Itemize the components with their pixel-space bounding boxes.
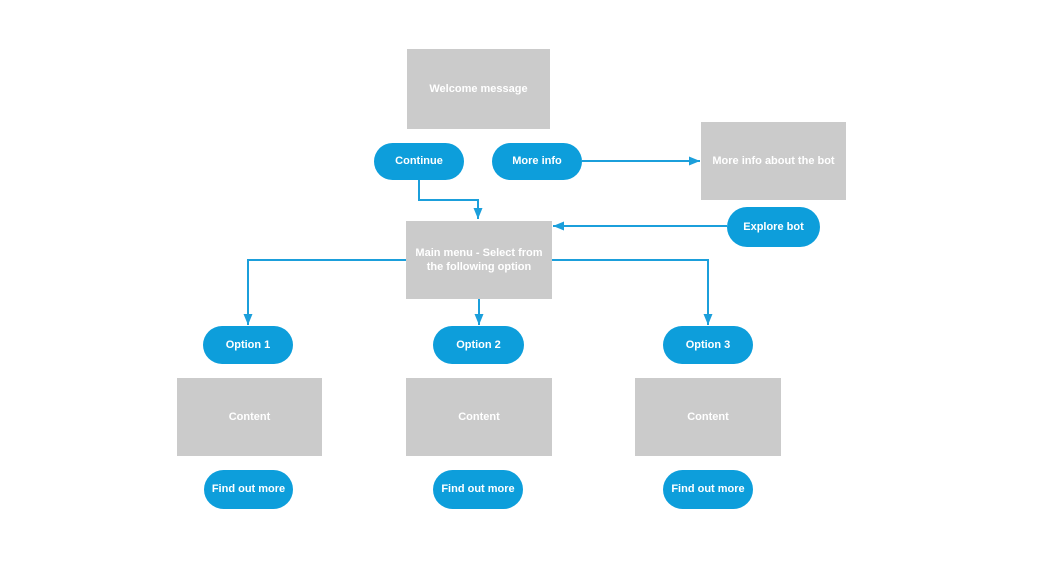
node-label: Content — [228, 410, 271, 423]
node-main-menu[interactable]: Main menu - Select from the following op… — [406, 221, 552, 299]
node-more-info-button[interactable]: More info — [492, 143, 582, 180]
node-label: Find out more — [441, 483, 515, 496]
node-label: Welcome message — [429, 82, 528, 95]
node-option-3-button[interactable]: Option 3 — [663, 326, 753, 364]
node-content-2[interactable]: Content — [406, 378, 552, 456]
node-label: Option 1 — [225, 338, 271, 351]
node-label: Content — [458, 410, 500, 423]
node-option-2-button[interactable]: Option 2 — [433, 326, 524, 364]
node-more-info-about-bot[interactable]: More info about the bot — [701, 122, 846, 200]
edge-continue-to-main-menu — [418, 180, 483, 219]
node-content-1[interactable]: Content — [177, 378, 322, 456]
node-welcome-message[interactable]: Welcome message — [407, 49, 550, 129]
node-label: Find out more — [211, 483, 286, 496]
node-label: More info about the bot — [712, 154, 835, 167]
node-label: Option 2 — [456, 338, 501, 351]
edge-main-menu-to-option1 — [243, 259, 406, 325]
node-label: Explore bot — [743, 220, 804, 233]
node-find-out-more-1-button[interactable]: Find out more — [204, 470, 293, 509]
node-find-out-more-2-button[interactable]: Find out more — [433, 470, 523, 509]
node-label: Continue — [395, 155, 443, 168]
node-label: Content — [687, 410, 729, 423]
node-find-out-more-3-button[interactable]: Find out more — [663, 470, 753, 509]
node-option-1-button[interactable]: Option 1 — [203, 326, 293, 364]
node-label: Find out more — [671, 483, 745, 496]
node-explore-bot-button[interactable]: Explore bot — [727, 207, 820, 247]
edge-main-menu-to-option3 — [552, 259, 713, 325]
node-label: More info — [512, 155, 562, 168]
node-label: Main menu - Select from the following op… — [415, 246, 543, 273]
node-label: Option 3 — [685, 338, 731, 351]
node-continue-button[interactable]: Continue — [374, 143, 464, 180]
node-content-3[interactable]: Content — [635, 378, 781, 456]
